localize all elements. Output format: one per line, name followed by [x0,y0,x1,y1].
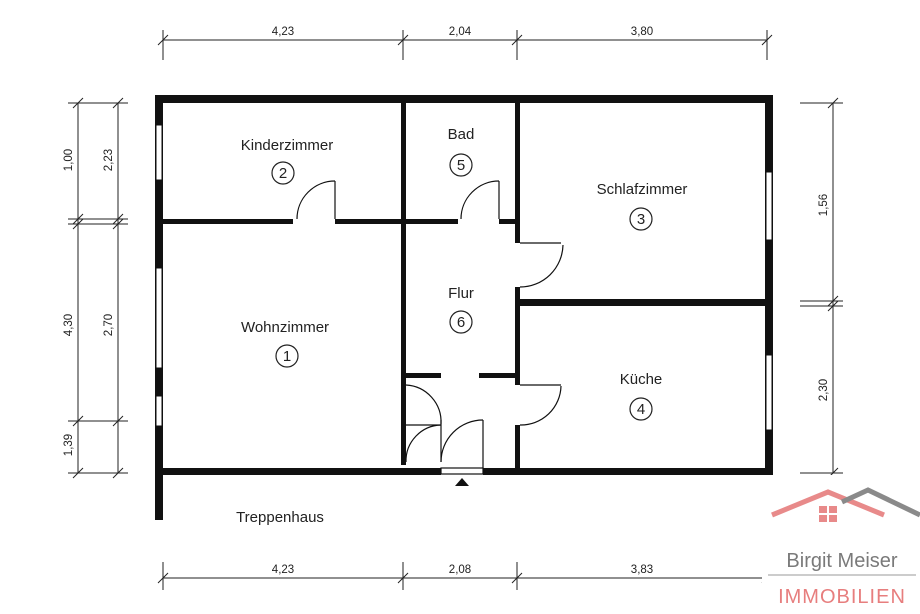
room-number-wohnzimmer: 1 [283,348,291,365]
roof-left-icon [771,489,885,518]
entry-marker [455,478,469,486]
logo-name: Birgit Meiser [786,550,897,572]
dim-left-outer-3: 1,39 [63,434,75,456]
room-number-circle [629,207,653,231]
room-number-circle [449,153,473,177]
room-labels: Kinderzimmer 2 Bad 5 Schlafzimmer 3 Flur… [236,126,687,526]
dim-right-2: 2,30 [818,379,830,401]
dimension-top [157,30,773,60]
room-number-kueche: 4 [637,401,645,418]
room-name-wohnzimmer: Wohnzimmer [241,319,329,336]
dim-bottom-3: 3,83 [631,564,653,576]
room-number-flur: 6 [457,314,465,331]
room-number-circle [275,344,299,368]
window-icon [819,506,837,522]
room-number-circle [629,397,653,421]
company-logo: Birgit Meiser IMMOBILIEN [762,475,920,614]
dim-right-1: 1,56 [818,194,830,216]
roof-right-icon [840,487,920,518]
room-number-bad: 5 [457,157,465,174]
dim-left-outer-1: 1,00 [63,149,75,171]
dim-left-inner-1: 2,23 [103,149,115,171]
dimension-right [800,97,843,479]
dim-top-3: 3,80 [631,26,653,38]
doors [296,180,564,475]
dim-bottom-1: 4,23 [272,564,294,576]
dimension-left [68,97,128,479]
room-name-kinderzimmer: Kinderzimmer [241,137,334,154]
logo-subtitle: IMMOBILIEN [778,586,906,608]
dim-top-1: 4,23 [272,26,294,38]
dim-bottom-2: 2,08 [449,564,471,576]
room-name-kueche: Küche [620,371,663,388]
room-name-bad: Bad [448,126,475,143]
room-name-schlafzimmer: Schlafzimmer [597,181,688,198]
dim-left-outer-2: 4,30 [63,314,75,336]
outside-label-treppenhaus: Treppenhaus [236,509,324,526]
dim-left-inner-2: 2,70 [103,314,115,336]
windows [155,124,773,431]
room-name-flur: Flur [448,285,474,302]
room-number-circle [449,310,473,334]
room-number-circle [271,161,295,185]
room-number-schlafzimmer: 3 [637,211,645,228]
dim-top-2: 2,04 [449,26,472,38]
room-number-kinderzimmer: 2 [279,165,287,182]
